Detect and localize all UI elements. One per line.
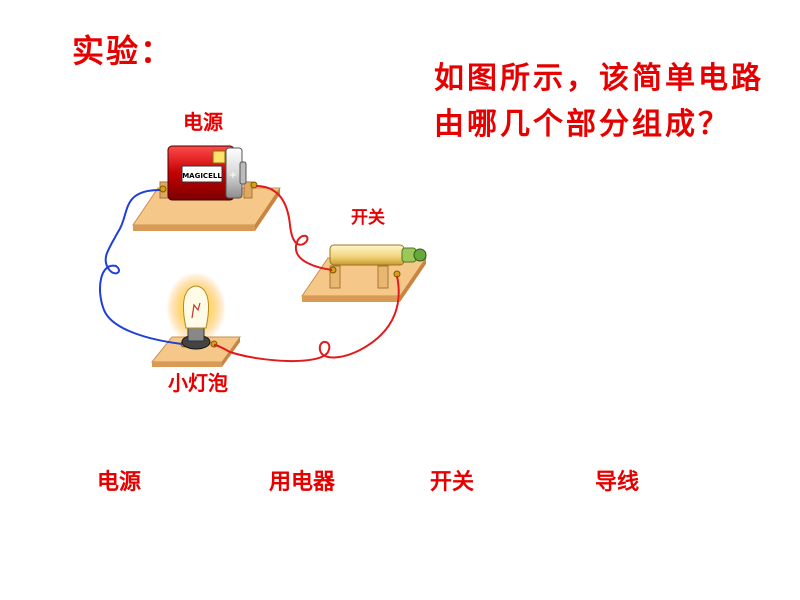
wire-switch-to-bulb: [213, 275, 400, 363]
switch-label: 开关: [351, 208, 385, 228]
answer-wire: 导线: [595, 470, 640, 495]
answer-appliance: 用电器: [269, 470, 336, 495]
battery: MAGICELL +: [167, 145, 247, 201]
title: 实验：: [72, 32, 175, 70]
wires: [99, 185, 400, 363]
battery-label: 电源: [183, 110, 223, 134]
answer-power-source: 电源: [97, 470, 142, 495]
light-bulb: [166, 272, 226, 350]
battery-base: [132, 181, 281, 231]
battery-brand-label: MAGICELL: [182, 172, 222, 180]
question-text: 如图所示，该简单电路由哪几个部分组成？: [434, 61, 764, 142]
bulb-label: 小灯泡: [168, 371, 228, 395]
battery-plus-label: +: [229, 170, 237, 181]
wire-battery-to-switch: [255, 185, 333, 271]
switch: [329, 244, 427, 289]
answer-switch: 开关: [430, 470, 475, 495]
wire-battery-to-bulb: [99, 189, 183, 345]
